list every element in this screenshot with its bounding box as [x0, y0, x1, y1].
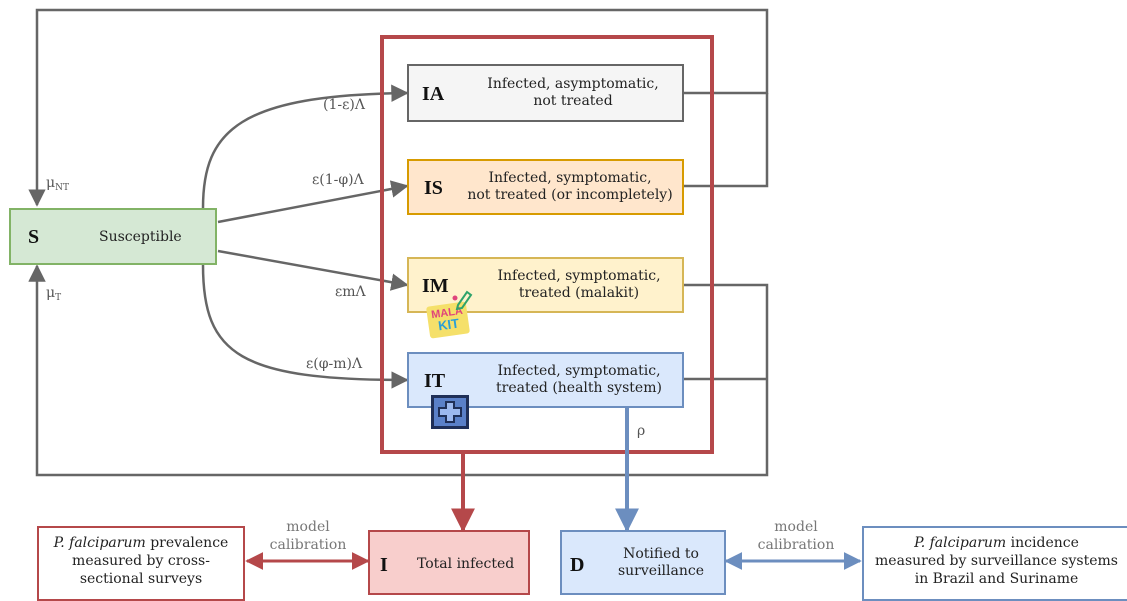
arrow-s-to-ia	[201, 84, 409, 209]
prevalence-source: P. falciparum prevalence measured by cro…	[37, 526, 245, 601]
compartment-it: IT Infected, symptomatic, treated (healt…	[407, 352, 684, 408]
rate-rho: ρ	[637, 423, 646, 439]
compartment-im-abbr: IM	[422, 275, 449, 297]
calibration-label-left: model calibration	[262, 518, 354, 554]
compartment-is-abbr: IS	[424, 177, 443, 199]
plus-icon	[431, 395, 469, 429]
compartment-s: S Susceptible	[9, 208, 217, 265]
calibration-label-left-text: model calibration	[269, 519, 347, 553]
arrow-s-to-im	[217, 249, 409, 291]
incidence-source: P. falciparum incidence measured by surv…	[862, 526, 1127, 601]
compartment-im-desc: Infected, symptomatic, treated (malakit)	[497, 268, 661, 301]
compartment-im: IM Infected, symptomatic, treated (malak…	[407, 257, 684, 313]
rate-to-im: εmΛ	[335, 284, 366, 300]
output-notified: D Notified to surveillance	[560, 530, 726, 595]
compartment-s-abbr: S	[28, 226, 40, 248]
rate-to-is: ε(1-φ)Λ	[312, 172, 364, 188]
compartment-is-desc: Infected, symptomatic, not treated (or i…	[467, 170, 673, 203]
loop-is-recovery	[684, 93, 769, 188]
arrow-s-to-is	[217, 180, 409, 224]
calibration-label-right: model calibration	[750, 518, 842, 554]
compartment-it-abbr: IT	[424, 370, 446, 392]
output-i-label: Total infected	[417, 556, 515, 572]
malakit-pen-icon	[452, 290, 473, 310]
compartment-ia-desc: Infected, asymptomatic, not treated	[487, 76, 659, 109]
compartment-ia-abbr: IA	[422, 83, 445, 105]
rate-to-ia: (1-ε)Λ	[323, 97, 365, 113]
arrow-s-to-it	[201, 264, 409, 389]
output-d-abbr: D	[570, 554, 585, 576]
calibration-label-right-text: model calibration	[757, 519, 835, 553]
incidence-text: P. falciparum incidence measured by surv…	[875, 535, 1118, 587]
rate-mu-t: μT	[46, 285, 62, 303]
compartment-s-label: Susceptible	[99, 229, 182, 245]
loop-bottom-recovery	[28, 264, 769, 477]
compartment-it-desc: Infected, symptomatic, treated (health s…	[496, 363, 662, 396]
rate-mu-nt: μNT	[46, 175, 69, 193]
loop-top-recovery	[28, 8, 769, 207]
rate-to-it: ε(φ-m)Λ	[306, 356, 363, 372]
output-d-label: Notified to surveillance	[617, 546, 704, 579]
compartment-is: IS Infected, symptomatic, not treated (o…	[407, 159, 684, 215]
prevalence-text: P. falciparum prevalence measured by cro…	[53, 535, 229, 587]
infected-group-border	[380, 35, 714, 454]
output-i-abbr: I	[380, 554, 388, 576]
compartment-ia: IA Infected, asymptomatic, not treated	[407, 64, 684, 122]
output-total-infected: I Total infected	[368, 530, 530, 595]
